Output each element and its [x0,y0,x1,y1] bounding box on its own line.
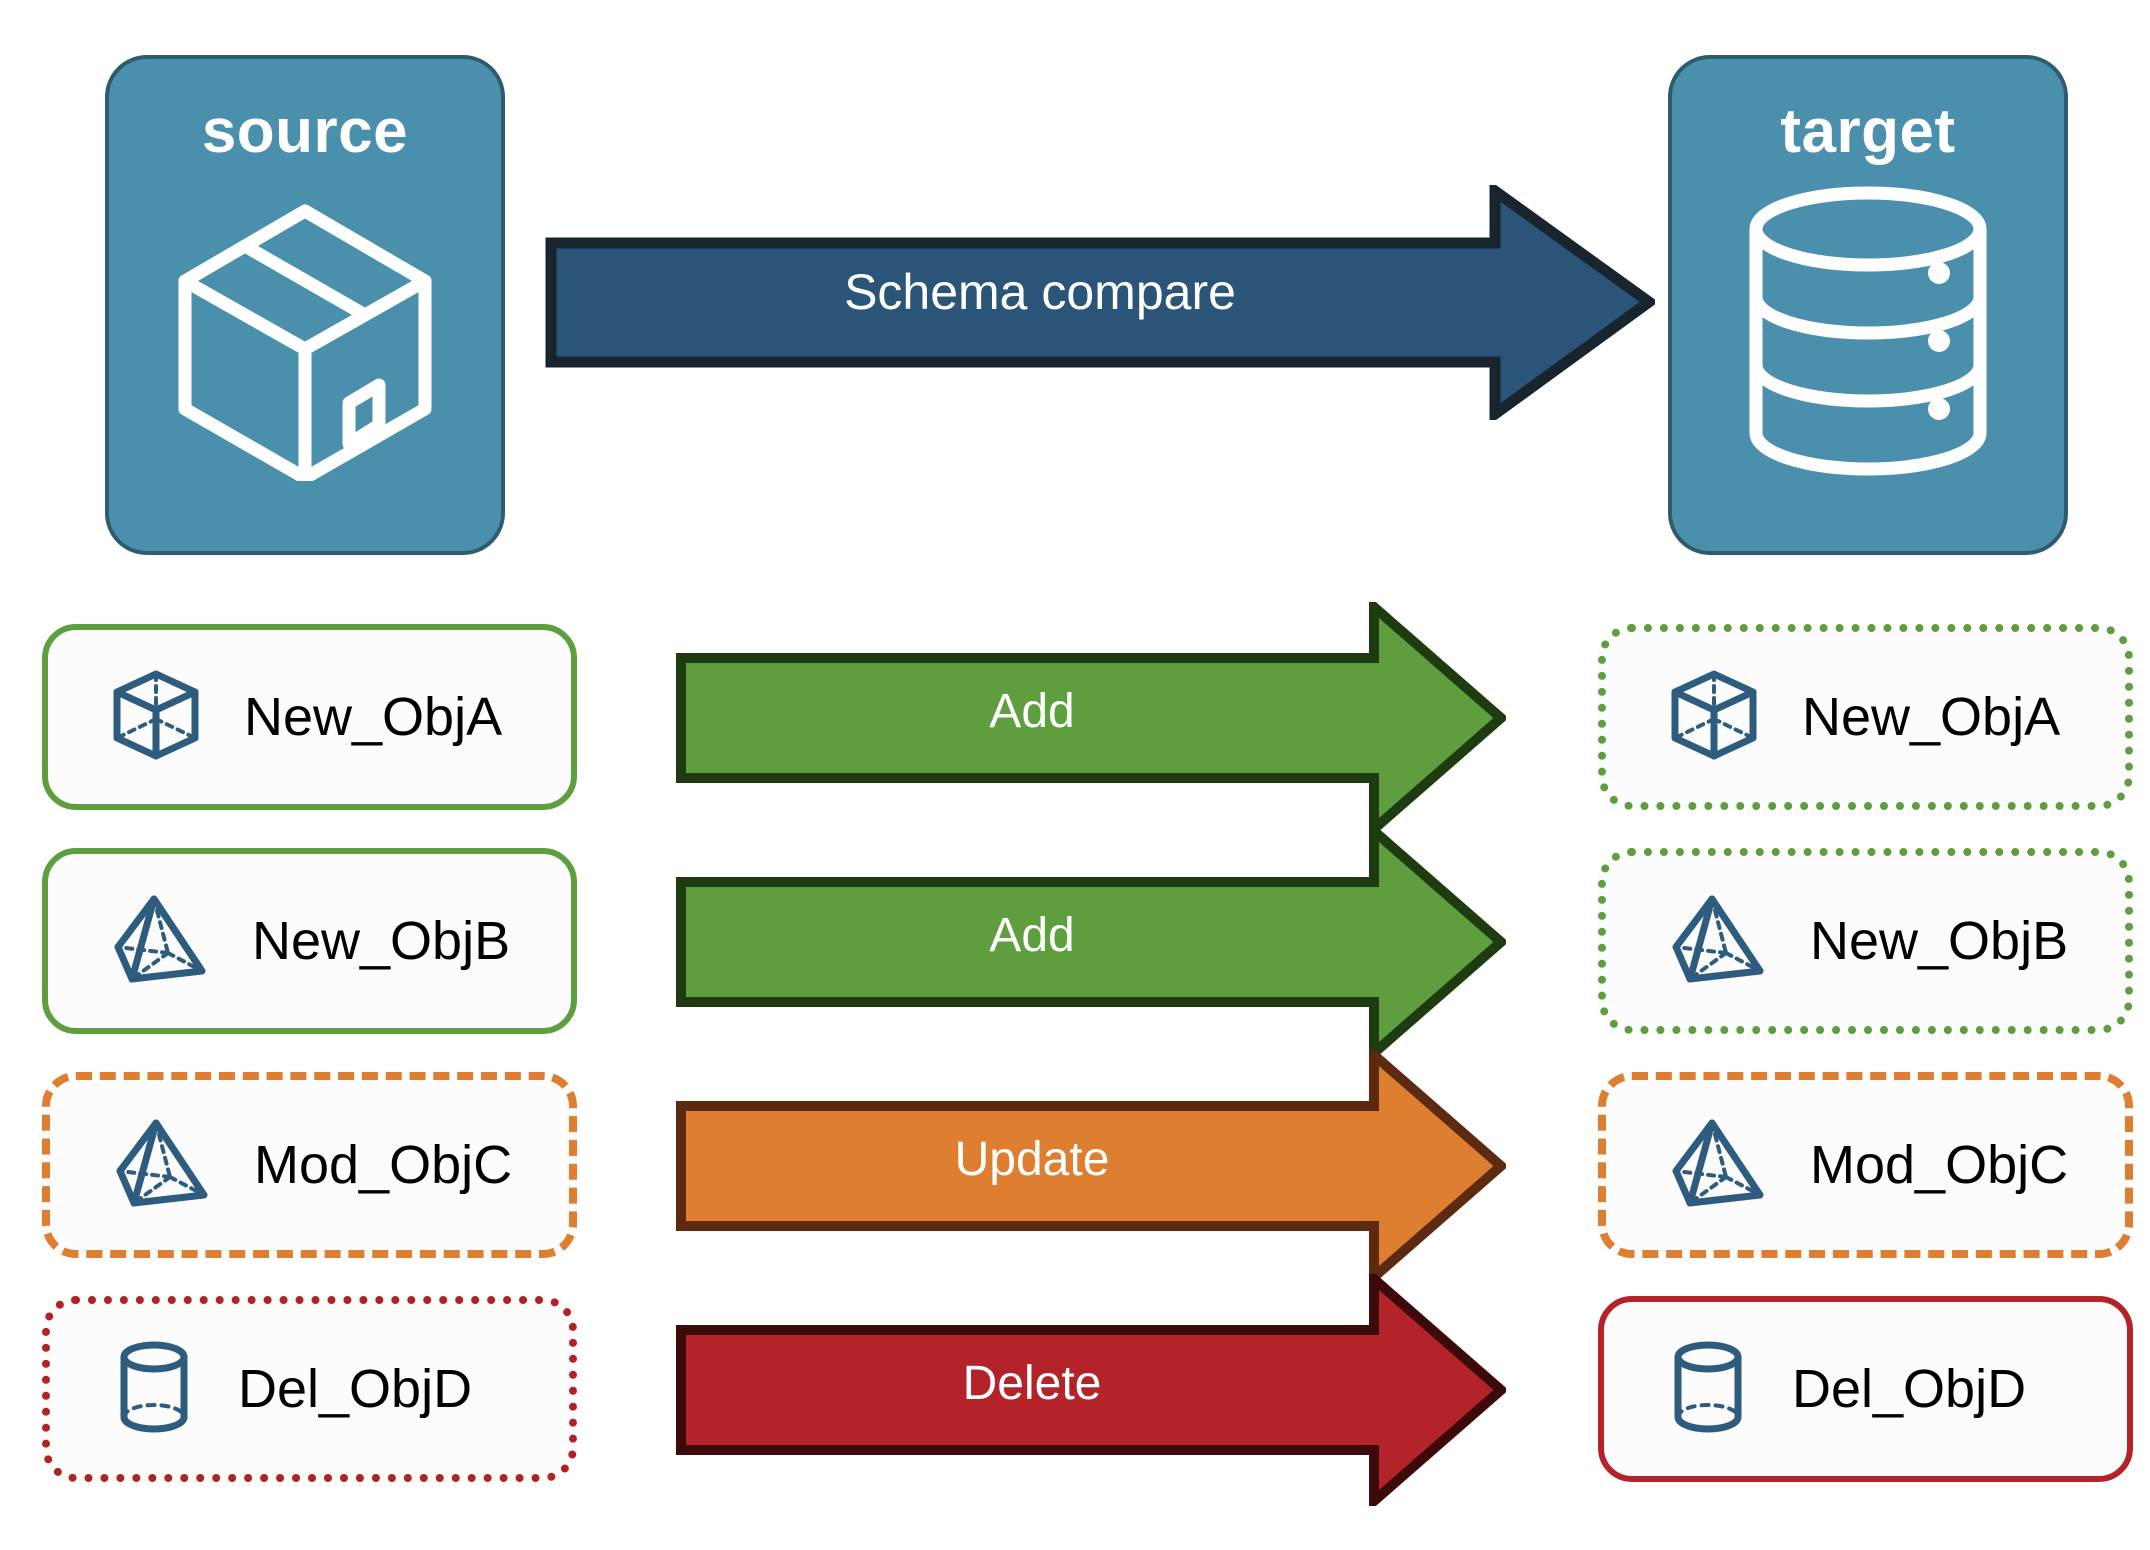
cube-icon [110,667,202,768]
target-object-label: New_ObjA [1802,687,2061,747]
target-object-label: Mod_ObjC [1810,1135,2069,1195]
endpoint-card-target[interactable]: target [1668,55,2068,555]
source-object-label: Mod_ObjC [254,1135,513,1195]
source-object-label: New_ObjA [244,687,503,747]
cylinder-icon [1666,1337,1750,1442]
source-object-label: New_ObjB [252,911,511,971]
target-object-label: New_ObjB [1810,911,2069,971]
target-object-label: Del_ObjD [1792,1359,2027,1419]
endpoint-card-source[interactable]: source [105,55,505,555]
pyramid-icon [112,1115,212,1216]
source-object-box-new-obja[interactable]: New_ObjA [42,624,577,810]
source-object-box-mod-objc[interactable]: Mod_ObjC [42,1072,577,1258]
action-arrow-delete[interactable]: Delete [676,1267,1509,1513]
source-object-box-del-objd[interactable]: Del_ObjD [42,1296,577,1482]
database-cylinder-icon [1726,181,2011,486]
target-object-box-new-objb[interactable]: New_ObjB [1598,848,2133,1034]
pyramid-icon [1668,1115,1768,1216]
target-object-box-new-obja[interactable]: New_ObjA [1598,624,2133,810]
endpoint-title-source: source [201,97,409,166]
target-object-box-del-objd[interactable]: Del_ObjD [1598,1296,2133,1482]
action-arrow-add-1[interactable]: Add [676,595,1509,841]
schema-compare-arrow[interactable]: Schema compare [545,180,1659,425]
action-arrow-add-2[interactable]: Add [676,819,1509,1065]
pyramid-icon [1668,891,1768,992]
cube-icon [1668,667,1760,768]
action-arrow-update[interactable]: Update [676,1043,1509,1289]
source-object-label: Del_ObjD [238,1359,473,1419]
package-box-icon [163,181,448,486]
cylinder-icon [112,1337,196,1442]
target-object-box-mod-objc[interactable]: Mod_ObjC [1598,1072,2133,1258]
source-object-box-new-objb[interactable]: New_ObjB [42,848,577,1034]
pyramid-icon [110,891,210,992]
endpoint-title-target: target [1780,97,1956,166]
